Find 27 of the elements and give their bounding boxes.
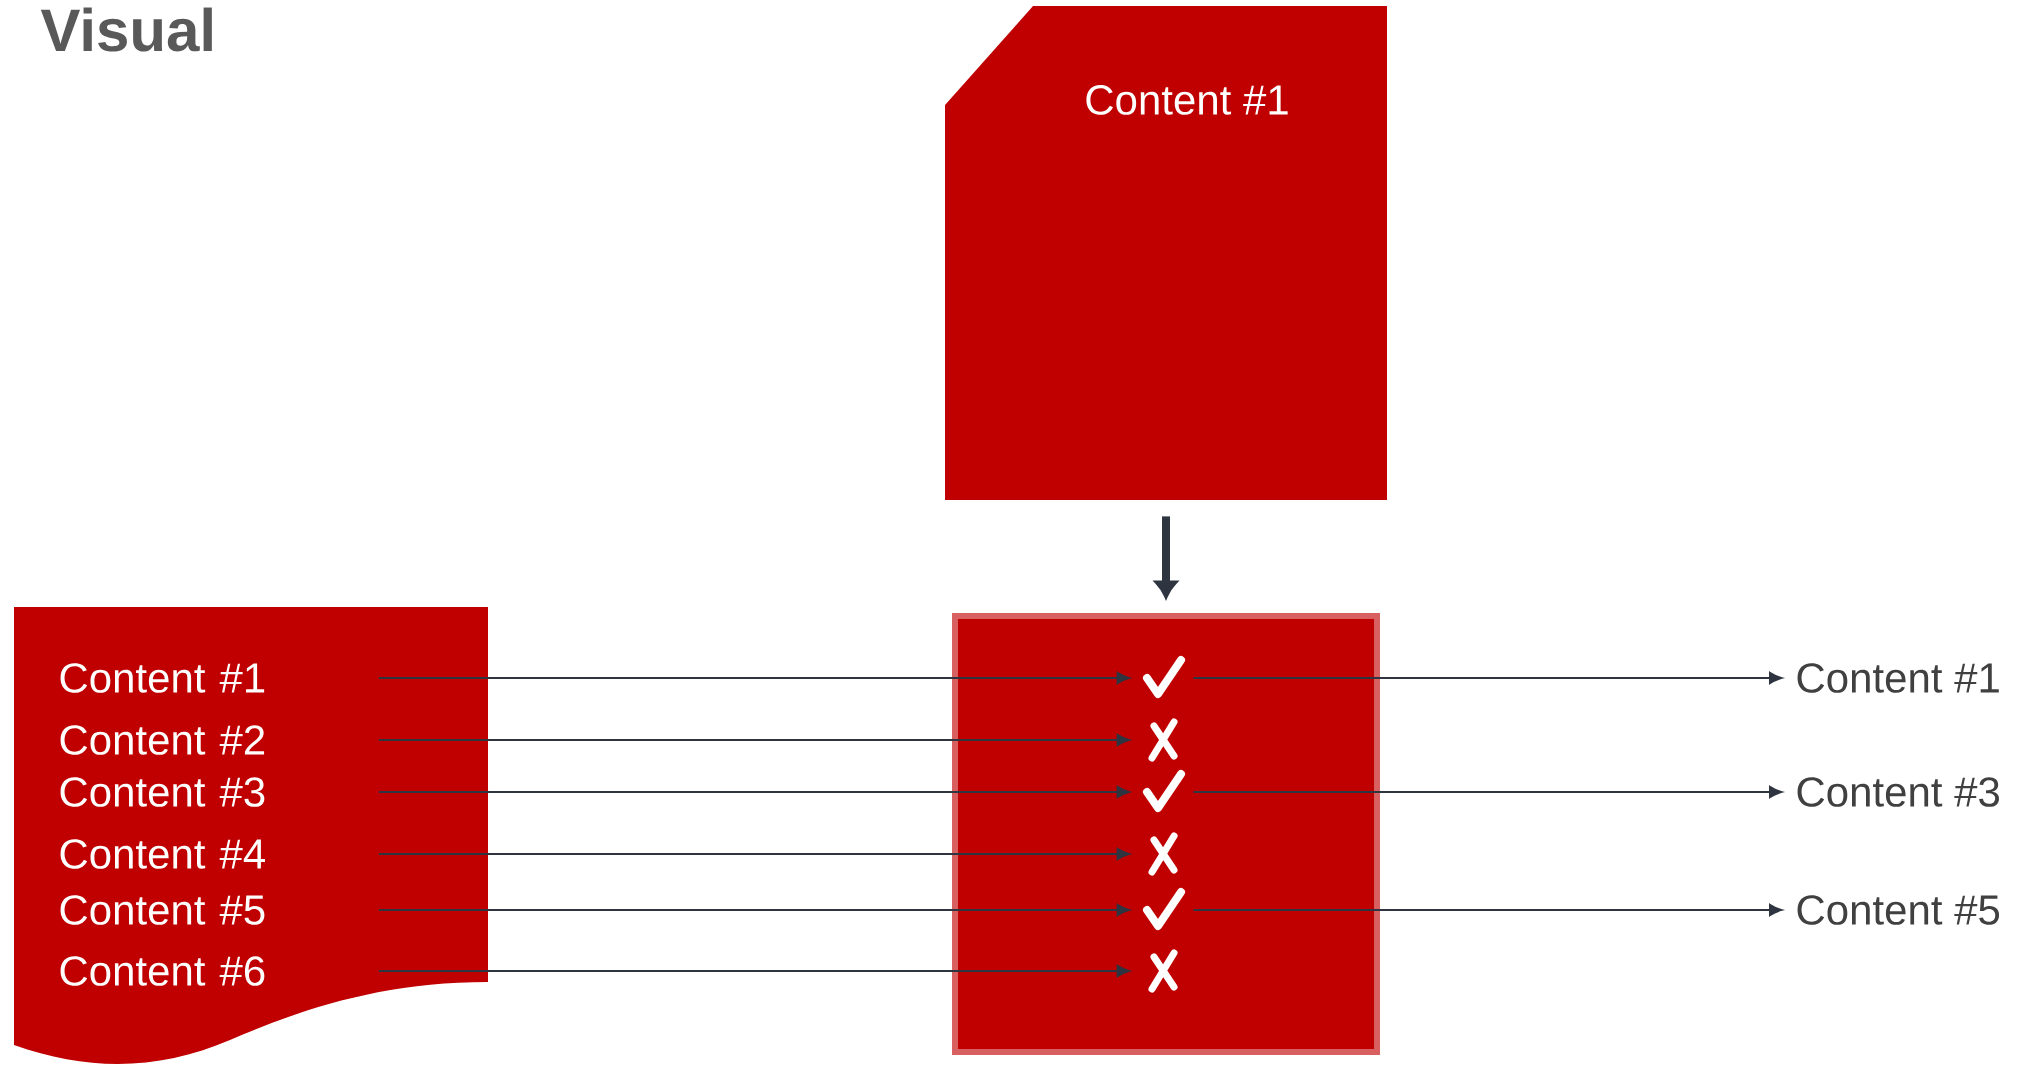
arrow — [377, 733, 1131, 747]
list-item: Content #4 — [60, 839, 265, 869]
filter-box — [952, 613, 1380, 1055]
document-shape — [14, 607, 488, 1064]
tick-icon — [1143, 888, 1185, 930]
list-item: Content #5 — [60, 895, 265, 925]
arrow — [377, 903, 1131, 917]
arrow — [1192, 903, 1783, 917]
tick-icon — [1143, 656, 1185, 698]
list-item: Content #6 — [60, 956, 265, 986]
output-label: Content #5 — [1797, 895, 2000, 925]
cross-icon — [1148, 718, 1178, 762]
output-label: Content #1 — [1797, 663, 1999, 693]
list-item: Content #1 — [60, 663, 265, 693]
list-item: Content #2 — [60, 725, 265, 755]
cross-icon — [1148, 949, 1178, 993]
arrow — [377, 847, 1131, 861]
cross-icon — [1148, 832, 1178, 876]
arrow — [1192, 785, 1783, 799]
arrow — [377, 785, 1131, 799]
list-item: Content #3 — [60, 777, 265, 807]
arrow — [377, 671, 1131, 685]
arrow — [1192, 671, 1783, 685]
output-label: Content #3 — [1797, 777, 1999, 807]
title: Visual — [40, 7, 212, 52]
arrow — [377, 964, 1131, 978]
tick-icon — [1143, 770, 1185, 812]
